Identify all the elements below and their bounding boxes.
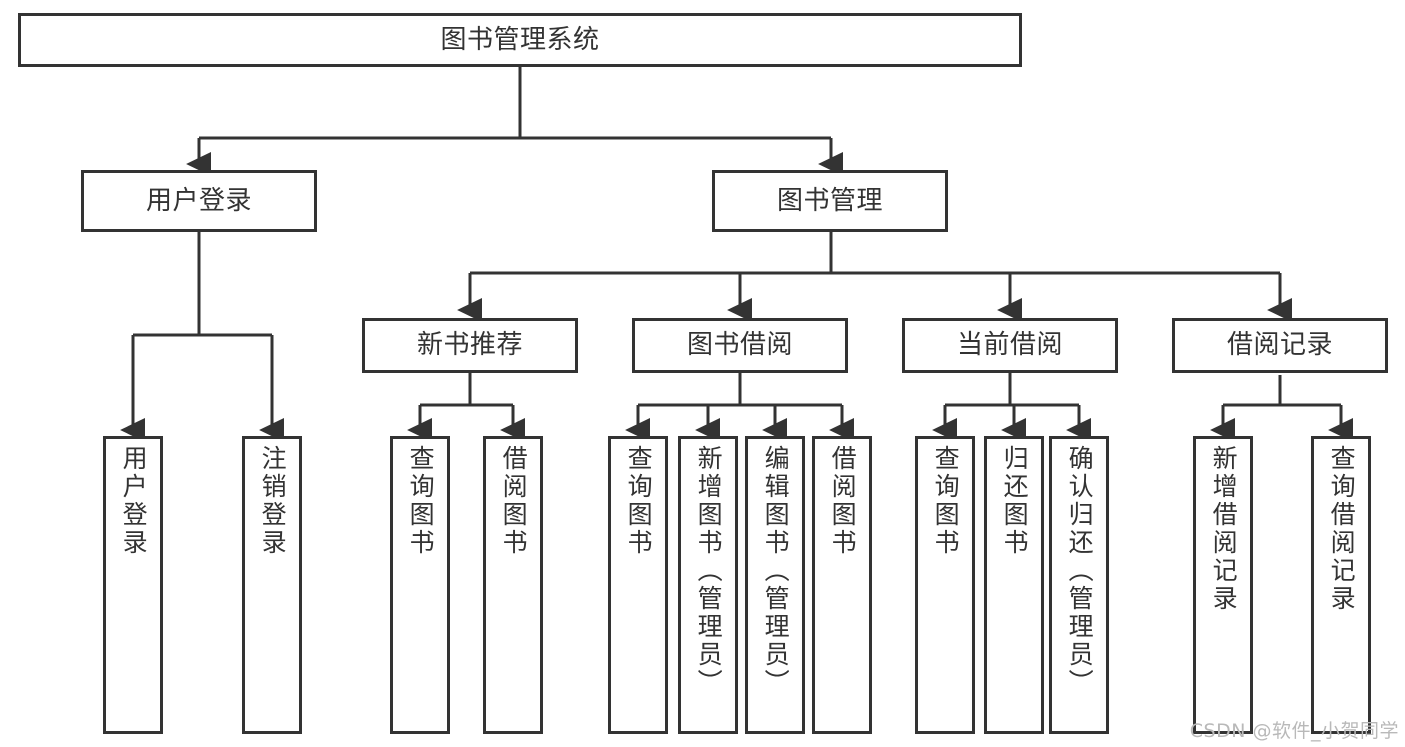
node-leaf-bookborrow-query-book-label: 查询图书	[624, 445, 654, 557]
node-leaf-currentborrow-return-book-label: 归还图书	[1000, 445, 1030, 557]
node-new-book-recommend[interactable]: 新书推荐	[362, 318, 578, 373]
node-leaf-borrowrecord-add-record[interactable]: 新增借阅记录	[1193, 436, 1253, 734]
node-user-login[interactable]: 用户登录	[81, 170, 317, 232]
node-leaf-bookborrow-query-book[interactable]: 查询图书	[608, 436, 668, 734]
node-leaf-currentborrow-query-book-label: 查询图书	[931, 445, 961, 557]
node-borrow-record-label: 借阅记录	[1226, 330, 1333, 361]
node-leaf-bookborrow-borrow-book[interactable]: 借阅图书	[812, 436, 872, 734]
node-root-book-management-system[interactable]: 图书管理系统	[18, 13, 1022, 67]
node-book-management-label: 图书管理	[776, 185, 883, 216]
node-leaf-borrowrecord-query-record-label: 查询借阅记录	[1327, 445, 1357, 613]
node-book-borrow-label: 图书借阅	[686, 330, 793, 361]
node-leaf-user-logout[interactable]: 注销登录	[242, 436, 302, 734]
node-leaf-bookborrow-add-book[interactable]: 新增图书（管理员）	[678, 436, 738, 734]
node-current-borrow-label: 当前借阅	[956, 330, 1063, 361]
node-root-label: 图书管理系统	[440, 24, 600, 55]
node-leaf-currentborrow-confirm-return[interactable]: 确认归还（管理员）	[1049, 436, 1109, 734]
node-current-borrow[interactable]: 当前借阅	[902, 318, 1118, 373]
node-leaf-user-logout-label: 注销登录	[258, 445, 288, 557]
node-leaf-borrowrecord-query-record[interactable]: 查询借阅记录	[1311, 436, 1371, 734]
node-leaf-bookborrow-edit-book-label: 编辑图书（管理员）	[761, 445, 791, 697]
node-leaf-user-login[interactable]: 用户登录	[103, 436, 163, 734]
node-book-borrow[interactable]: 图书借阅	[632, 318, 848, 373]
node-leaf-bookborrow-edit-book[interactable]: 编辑图书（管理员）	[745, 436, 805, 734]
node-leaf-newbook-borrow-book[interactable]: 借阅图书	[483, 436, 543, 734]
node-book-management[interactable]: 图书管理	[712, 170, 948, 232]
node-leaf-currentborrow-query-book[interactable]: 查询图书	[915, 436, 975, 734]
node-user-login-label: 用户登录	[145, 185, 252, 216]
node-leaf-user-login-label: 用户登录	[119, 445, 149, 557]
node-leaf-bookborrow-borrow-book-label: 借阅图书	[828, 445, 858, 557]
csdn-watermark: CSDN @软件_小贺同学	[1189, 720, 1399, 742]
node-borrow-record[interactable]: 借阅记录	[1172, 318, 1388, 373]
node-leaf-borrowrecord-add-record-label: 新增借阅记录	[1209, 445, 1239, 613]
node-leaf-newbook-query-book-label: 查询图书	[406, 445, 436, 557]
node-leaf-currentborrow-return-book[interactable]: 归还图书	[984, 436, 1044, 734]
node-new-book-recommend-label: 新书推荐	[416, 330, 523, 361]
node-leaf-bookborrow-add-book-label: 新增图书（管理员）	[694, 445, 724, 697]
node-leaf-newbook-borrow-book-label: 借阅图书	[499, 445, 529, 557]
node-leaf-currentborrow-confirm-return-label: 确认归还（管理员）	[1065, 445, 1095, 697]
node-leaf-newbook-query-book[interactable]: 查询图书	[390, 436, 450, 734]
